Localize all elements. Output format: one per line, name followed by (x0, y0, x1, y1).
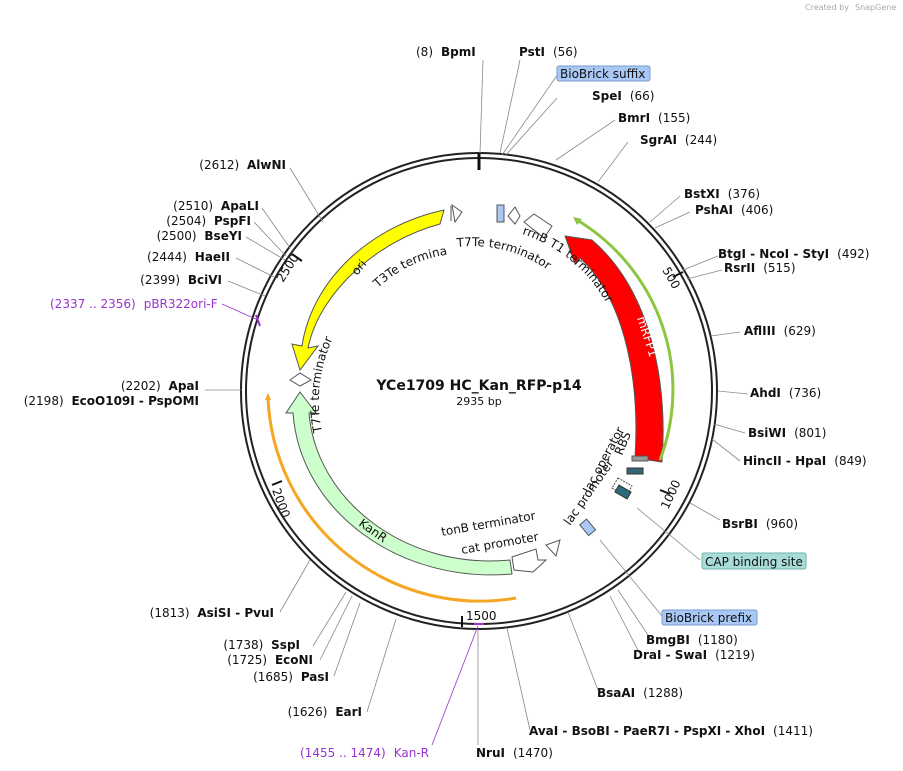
site-pshai[interactable]: PshAI(406) (695, 203, 773, 217)
kanr-orf-arc (266, 397, 517, 603)
biobrick-prefix-feature[interactable] (578, 518, 597, 537)
site-bcivi[interactable]: (2399) BciVI (140, 273, 222, 287)
site-bpmi[interactable]: (8)BpmI (416, 45, 476, 59)
site-sspi[interactable]: (1738) SspI (223, 638, 300, 652)
site-ahdi[interactable]: AhdI(736) (750, 386, 821, 400)
kan-r-leader (431, 625, 479, 746)
cap-binding-site-text: CAP binding site (705, 555, 803, 569)
site-bsaai[interactable]: BsaAI(1288) (597, 686, 683, 700)
site-afliii[interactable]: AflIII(629) (744, 324, 816, 338)
site-apai[interactable]: (2202) ApaI (121, 379, 199, 393)
site-nrui[interactable]: NruI(1470) (476, 746, 553, 760)
biobrick-suffix-tag[interactable]: BioBrick suffix (556, 65, 651, 82)
biobrick-suffix-text: BioBrick suffix (560, 67, 645, 81)
credit-prefix: Created by (805, 3, 849, 12)
site-bmri[interactable]: BmrI(155) (618, 111, 690, 125)
tick-2000: 2000 (269, 486, 293, 519)
site-alwni[interactable]: (2612) AlwNI (199, 158, 286, 172)
site-bmgbi[interactable]: BmgBI(1180) (646, 633, 738, 647)
site-pspfi[interactable]: (2504) PspFI (166, 214, 251, 228)
site-hincii[interactable]: HincII - HpaI(849) (743, 454, 867, 468)
pbr322ori-f-leader (221, 303, 259, 321)
kanr-feature[interactable] (285, 391, 513, 576)
pbr322ori-f-marker (255, 314, 261, 327)
left-sites: (2612) AlwNI (2510) ApaLI (2504) PspFI (… (24, 158, 362, 719)
site-econi[interactable]: (1725) EcoNI (227, 653, 313, 667)
site-haeii[interactable]: (2444) HaeII (147, 250, 230, 264)
primer-kan-r[interactable]: (1455 .. 1474)Kan-R (300, 746, 429, 760)
site-drai[interactable]: DraI - SwaI(1219) (633, 648, 755, 662)
t3te-terminator-feature[interactable] (450, 203, 463, 224)
primer-pbr322ori-f[interactable]: (2337 .. 2356)pBR322ori-F (50, 297, 218, 311)
plasmid-title: YCe1709 HC_Kan_RFP-p14 (375, 378, 581, 394)
site-rsrii[interactable]: RsrII(515) (724, 261, 796, 275)
cap-binding-site-tag[interactable]: CAP binding site (701, 552, 807, 570)
t7te-terminator-left-feature[interactable] (289, 372, 312, 387)
site-eari[interactable]: (1626) EarI (288, 705, 362, 719)
site-bseyi[interactable]: (2500) BseYI (157, 229, 242, 243)
rrnb-terminator-feature[interactable] (523, 213, 553, 239)
cap-binding-site-feature[interactable] (614, 484, 632, 500)
tick-1500: 1500 (466, 609, 497, 623)
ori-feature[interactable] (291, 209, 445, 372)
lac-operator-feature[interactable] (626, 467, 644, 475)
snapgene-logo-text: SnapGene (855, 3, 896, 12)
site-psti[interactable]: PstI(56) (519, 45, 578, 59)
biobrick-prefix-tag[interactable]: BioBrick prefix (661, 609, 758, 626)
plasmid-length: 2935 bp (456, 395, 501, 408)
credit: Created by SnapGene (805, 3, 896, 12)
site-asisi[interactable]: (1813) AsiSI - PvuI (150, 606, 274, 620)
site-bsiwi[interactable]: BsiWI(801) (748, 426, 826, 440)
site-bsrbi[interactable]: BsrBI(960) (722, 517, 798, 531)
orf-arrowhead-orange (265, 393, 271, 400)
cat-promoter-feature[interactable] (511, 548, 548, 573)
biobrick-prefix-text: BioBrick prefix (665, 611, 752, 625)
tick-1000: 1000 (658, 478, 684, 512)
mrfp1-orf-arc (576, 218, 675, 461)
biobrick-suffix-feature[interactable] (496, 204, 505, 223)
t7te-terminator-feature[interactable] (507, 206, 521, 225)
site-ecoo109i[interactable]: (2198) EcoO109I - PspOMI (24, 394, 199, 408)
site-sgrai[interactable]: SgrAI(244) (640, 133, 717, 147)
lac-promoter-label: lac promoter (561, 457, 617, 528)
tonb-terminator-feature[interactable] (545, 539, 561, 558)
orf-arrowhead-green (573, 217, 582, 225)
leader-lines (205, 59, 749, 745)
site-pasi[interactable]: (1685) PasI (253, 670, 329, 684)
rbs-feature[interactable] (631, 455, 649, 462)
site-avai[interactable]: AvaI - BsoBI - PaeR7I - PspXI - XhoI(141… (529, 724, 813, 738)
site-spei[interactable]: SpeI(66) (592, 89, 654, 103)
site-apali[interactable]: (2510) ApaLI (173, 199, 259, 213)
site-btgi[interactable]: BtgI - NcoI - StyI(492) (718, 247, 869, 261)
site-bstxi[interactable]: BstXI(376) (684, 187, 760, 201)
tick-500: 500 (659, 265, 683, 292)
right-sites: (8)BpmI PstI(56) SpeI(66) BmrI(155) SgrA… (416, 45, 869, 760)
